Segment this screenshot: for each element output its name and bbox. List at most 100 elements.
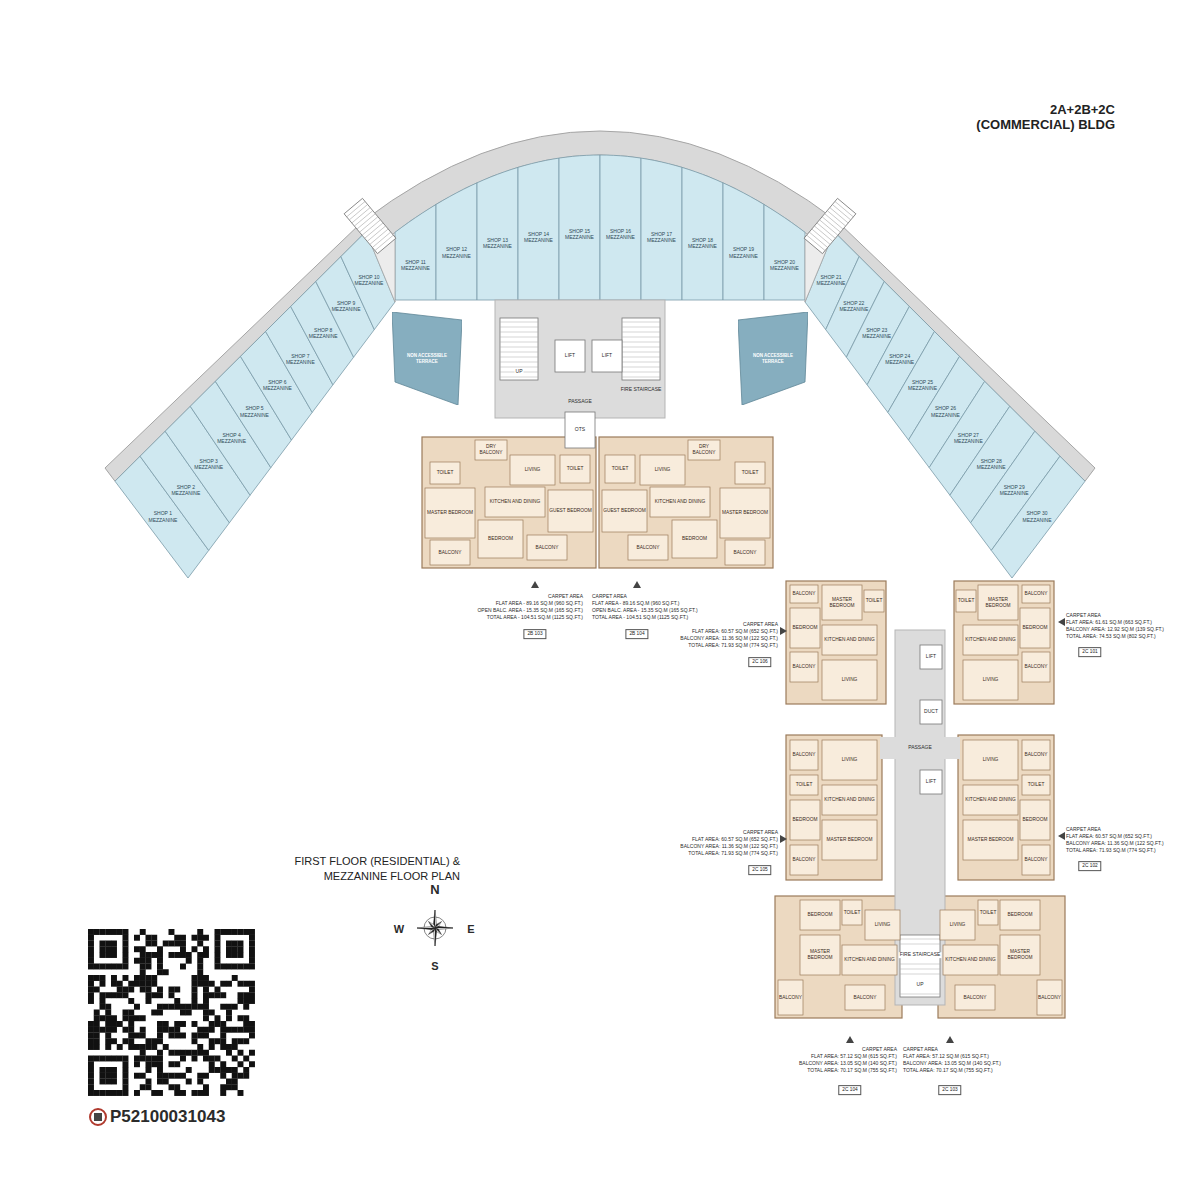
room-name: LIVING [963, 660, 1018, 700]
shop-outline [477, 167, 518, 300]
flat-outline [954, 581, 1054, 704]
shop-name: SHOP 9 [332, 300, 361, 306]
area-value: OPEN BALC. AREA - 15.35 SQ.M (165 SQ.FT.… [592, 608, 698, 614]
mezzanine-label: MEZZANINE [688, 243, 717, 249]
room-name: BALCONY [1022, 740, 1050, 770]
area-value: TOTAL AREA: 70.17 SQ.M (755 SQ.FT.) [807, 1068, 897, 1074]
shop-unit: SHOP 2MEZZANINE [171, 484, 200, 497]
room-outline [940, 910, 975, 940]
shop-name: SHOP 30 [1023, 510, 1052, 516]
flat-number: 2B 104 [629, 631, 644, 637]
area-value: BALCONY AREA: 13.05 SQ.M (140 SQ.FT.) [799, 1061, 897, 1067]
area-value: FLAT AREA: 61.61 SQ.M (663 SQ.FT.) [1066, 620, 1152, 626]
room-outline [688, 440, 720, 460]
room-outline [978, 585, 1018, 620]
room-outline [963, 785, 1018, 815]
stair-step [500, 347, 538, 348]
stair-step [500, 362, 538, 363]
shop-name: SHOP 8 [309, 326, 338, 332]
compass-letter: N [430, 883, 439, 898]
mezzanine-label: MEZZANINE [565, 234, 594, 240]
room-name: MASTER BEDROOM [800, 935, 840, 975]
room-outline [790, 740, 818, 770]
shop-name: SHOP 20 [770, 259, 799, 265]
shop-outline [723, 183, 764, 300]
room-outline [1020, 800, 1050, 840]
room-outline [943, 945, 998, 975]
shop-unit: SHOP 23MEZZANINE [862, 326, 891, 339]
terrace-label: NON ACCESSIBLE TERRACE [747, 353, 799, 364]
room-name: TOILET [605, 455, 635, 483]
room-outline [735, 462, 765, 484]
room-name: BALCONY [628, 535, 668, 560]
pointer-triangle [1058, 618, 1065, 626]
room-outline [548, 490, 593, 532]
pointer-triangle [633, 581, 641, 588]
shop-unit: SHOP 28MEZZANINE [977, 458, 1006, 471]
flat-number-tag: 2C 106 [748, 657, 771, 667]
room-name: BALCONY [430, 540, 470, 565]
room-outline [955, 985, 995, 1010]
mezzanine-label: MEZZANINE [524, 237, 553, 243]
room-name: BALCONY [1022, 652, 1050, 682]
mezzanine-label: MEZZANINE [931, 411, 960, 417]
lift-shaft [592, 340, 622, 372]
stair-step [500, 332, 538, 333]
room-name: LIVING [940, 910, 975, 940]
room-outline [510, 455, 555, 485]
room-name: KITCHEN AND DINING [650, 487, 710, 517]
flat-outline [786, 735, 882, 880]
room-outline [790, 800, 820, 840]
area-heading: CARPET AREA [1066, 613, 1101, 619]
core-label: DUCT [923, 709, 939, 715]
room-outline [956, 590, 976, 612]
shop-name: SHOP 19 [729, 246, 758, 252]
shop-outline [991, 456, 1085, 578]
room-name: BEDROOM [478, 520, 523, 558]
area-value: BALCONY AREA: 13.05 SQ.M (140 SQ.FT.) [903, 1061, 1001, 1067]
shop-name: SHOP 28 [977, 458, 1006, 464]
flat-number: 2C 106 [752, 659, 767, 665]
flat-number: 2B 103 [527, 631, 542, 637]
room-name: KITCHEN AND DINING [963, 785, 1018, 815]
shop-unit: SHOP 24MEZZANINE [885, 353, 914, 366]
room-name: BEDROOM [790, 800, 820, 840]
mezzanine-label: MEZZANINE [908, 385, 937, 391]
core-label: FIRE STAIRCASE [899, 952, 942, 958]
room-name: BEDROOM [1020, 608, 1050, 648]
shop-unit: SHOP 26MEZZANINE [931, 405, 960, 418]
room-outline [842, 900, 862, 925]
stair-step [622, 352, 660, 353]
mezzanine-label: MEZZANINE [885, 359, 914, 365]
stair-step [622, 327, 660, 328]
shop-unit: SHOP 25MEZZANINE [908, 379, 937, 392]
room-name: LIVING [510, 455, 555, 485]
core-label: PASSAGE [907, 745, 933, 751]
shop-name: SHOP 1 [148, 510, 177, 516]
shop-name: SHOP 10 [355, 274, 384, 280]
flat-number-tag: 2C 101 [1078, 647, 1101, 657]
area-value: BALCONY AREA: 11.36 SQ.M (122 SQ.FT.) [680, 844, 778, 850]
area-heading: CARPET AREA [548, 594, 583, 600]
room-name: BALCONY [790, 845, 818, 875]
pointer-triangle [846, 1036, 854, 1043]
mezzanine-label: MEZZANINE [217, 438, 246, 444]
stair-tower [804, 198, 856, 253]
flat-number-tag: 2C 103 [938, 1085, 961, 1095]
mezzanine-label: MEZZANINE [442, 252, 471, 258]
mezzanine-label: MEZZANINE [729, 252, 758, 258]
area-heading: CARPET AREA [592, 594, 627, 600]
shop-unit: SHOP 18MEZZANINE [688, 237, 717, 250]
room-outline [963, 625, 1018, 655]
room-outline [1022, 652, 1050, 682]
room-name: BALCONY [845, 985, 885, 1010]
pointer-triangle [780, 835, 787, 843]
shop-unit: SHOP 1MEZZANINE [148, 510, 177, 523]
compass-letter: S [431, 960, 438, 973]
shop-unit: SHOP 16MEZZANINE [606, 228, 635, 241]
room-name: BALCONY [1037, 980, 1062, 1015]
stair-step [622, 347, 660, 348]
core-label: LIFT [601, 353, 613, 359]
pointer-triangle [946, 1036, 954, 1043]
